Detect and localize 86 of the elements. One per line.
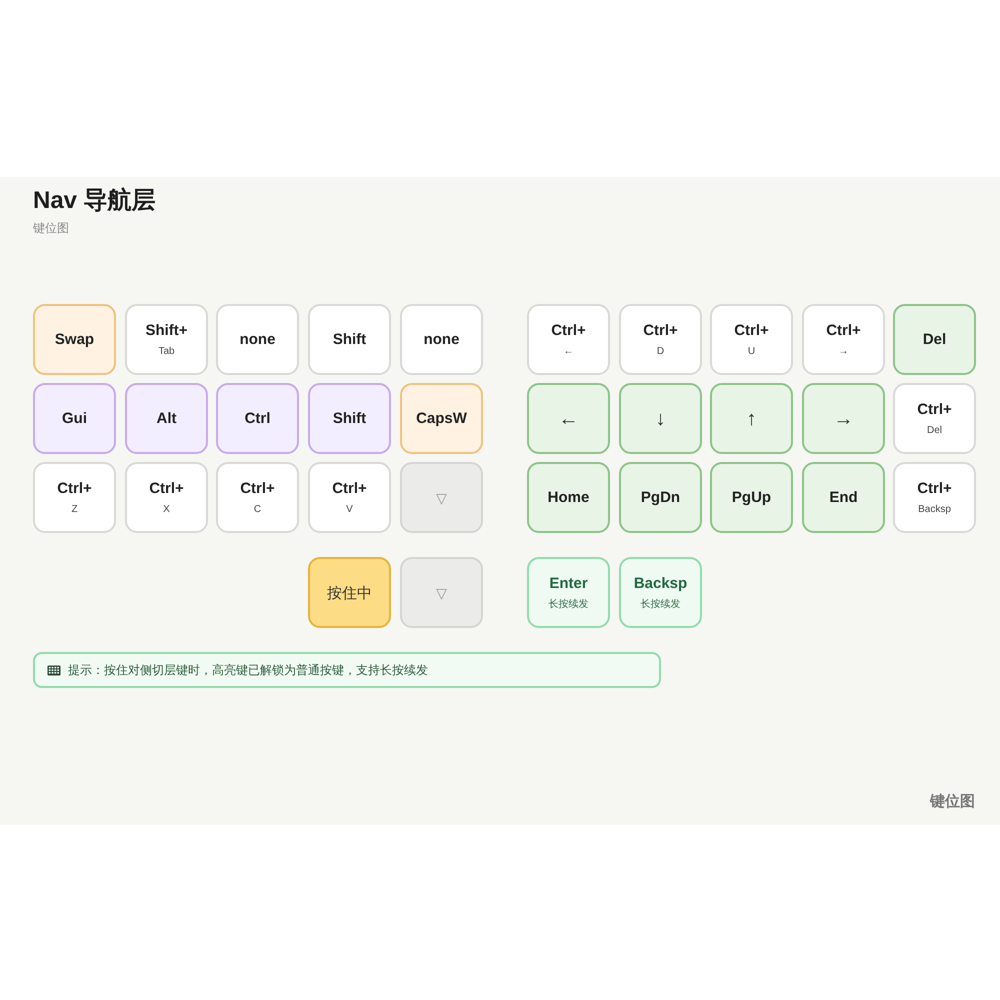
keyboard-key	[527, 383, 610, 454]
keyboard-key	[619, 304, 702, 375]
keyboard-key	[33, 383, 116, 454]
keyboard-key	[400, 304, 483, 375]
keyboard-key	[619, 383, 702, 454]
key-label: ↓	[656, 410, 666, 428]
keyboard-key	[400, 557, 483, 628]
key-sublabel: Tab	[158, 346, 175, 358]
keyboard-key	[216, 304, 299, 375]
key-label: PgDn	[640, 488, 680, 506]
key-sublabel: 长按续发	[548, 598, 588, 610]
key-label: Ctrl+	[332, 480, 367, 498]
key-sublabel: Backsp	[918, 504, 951, 516]
keyboard-key	[125, 383, 208, 454]
key-label: PgUp	[732, 488, 772, 506]
keyboard-key	[33, 304, 116, 375]
key-sublabel: Z	[71, 504, 78, 516]
keyboard-key	[216, 462, 299, 533]
keyboard-key	[710, 462, 793, 533]
subtitle: 键位图	[33, 221, 69, 236]
key-label: Ctrl+	[826, 322, 861, 340]
key-label: 按住中	[327, 584, 372, 602]
keyboard-key	[710, 304, 793, 375]
key-label: none	[240, 330, 276, 348]
key-label: Home	[548, 488, 590, 506]
title: Nav 导航层	[33, 186, 156, 216]
key-label: Gui	[62, 410, 87, 428]
footer-note: 键位图	[930, 793, 975, 811]
key-sublabel: X	[163, 504, 170, 516]
key-label: none	[424, 330, 460, 348]
keyboard-key	[308, 304, 391, 375]
key-sublabel: V	[346, 504, 353, 516]
keyboard-key	[125, 462, 208, 533]
key-sublabel: Del	[926, 424, 942, 436]
key-label: Ctrl+	[57, 480, 92, 498]
key-sublabel: →	[838, 346, 848, 358]
keyboard-key	[619, 462, 702, 533]
keyboard-key	[216, 383, 299, 454]
keyboard-key	[400, 462, 483, 533]
key-label: ▽	[436, 488, 447, 506]
keyboard-key	[802, 462, 885, 533]
keyboard-key	[893, 383, 976, 454]
keyboard-key	[527, 304, 610, 375]
hint-banner	[33, 652, 661, 688]
key-label: ▽	[436, 584, 447, 602]
key-label: ↑	[746, 410, 756, 428]
key-label: Ctrl+	[917, 480, 952, 498]
key-label: Ctrl+	[643, 322, 678, 340]
keyboard-key	[308, 557, 391, 628]
key-sublabel: C	[254, 504, 262, 516]
key-sublabel: D	[656, 346, 664, 358]
keyboard-key	[893, 304, 976, 375]
key-label: CapsW	[416, 410, 467, 428]
keyboard-key	[802, 383, 885, 454]
keyboard-key	[527, 557, 610, 628]
key-label: Enter	[549, 574, 588, 592]
key-label: Backsp	[634, 574, 688, 592]
key-label: Shift	[332, 330, 366, 348]
key-label: Shift	[332, 410, 366, 428]
keyboard-key	[802, 304, 885, 375]
keyboard-key	[400, 383, 483, 454]
keyboard-key	[308, 383, 391, 454]
key-label: Shift+	[145, 322, 188, 340]
keyboard-key	[308, 462, 391, 533]
key-sublabel: ←	[564, 346, 574, 358]
keyboard-key	[125, 304, 208, 375]
key-label: Ctrl+	[734, 322, 769, 340]
key-label: Alt	[156, 410, 176, 428]
key-label: Del	[922, 330, 946, 348]
keyboard-key	[619, 557, 702, 628]
key-label: Ctrl	[244, 410, 270, 428]
key-label: Ctrl+	[149, 480, 184, 498]
key-label: Swap	[54, 330, 94, 348]
keyboard-key	[710, 383, 793, 454]
keyboard-key	[527, 462, 610, 533]
key-label: End	[829, 488, 858, 506]
keyboard-key	[33, 462, 116, 533]
key-sublabel: U	[748, 346, 756, 358]
key-label: ←	[558, 410, 578, 428]
key-label: Ctrl+	[240, 480, 275, 498]
key-label: →	[834, 410, 854, 428]
keyboard-key	[893, 462, 976, 533]
hint-text: 提示：按住对侧切层键时，高亮键已解锁为普通按键，支持长按续发	[68, 662, 428, 678]
key-label: Ctrl+	[551, 322, 586, 340]
key-label: Ctrl+	[917, 400, 952, 418]
key-sublabel: 长按续发	[640, 598, 680, 610]
